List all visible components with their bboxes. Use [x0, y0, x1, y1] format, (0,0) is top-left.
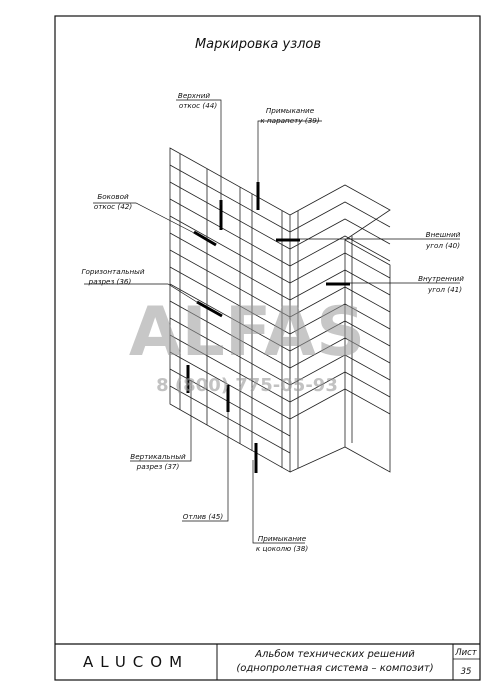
panel-joint [289, 252, 391, 284]
panel-joint [169, 317, 291, 386]
callout-outer-corner-line2: угол (40) [425, 241, 460, 250]
sheet-number: 35 [461, 667, 472, 677]
panel-joint [169, 283, 291, 352]
sheet-label: Лист [454, 648, 478, 658]
callout-vertical-section-line1: Вертикальный [130, 452, 186, 461]
panel-joint [169, 164, 291, 233]
panel-joint [289, 337, 391, 369]
panel-joint [169, 334, 291, 403]
panel-joint [169, 181, 291, 250]
drawing-frame [54, 15, 481, 681]
panel-joint [289, 201, 391, 233]
panel-joint [169, 232, 291, 301]
callout-horizontal-section-line1: Горизонтальный [81, 267, 144, 276]
panel-joint [289, 354, 391, 386]
callout-horizontal-section-line2: разрез (36) [88, 277, 132, 286]
watermark: ALFAS 8 (800) 775-05-93 [129, 293, 365, 396]
left-wall-rows [169, 164, 291, 454]
panel-joint [289, 269, 391, 301]
panel-joint [289, 320, 391, 352]
album-title-line1: Альбом технических решений [254, 648, 415, 660]
watermark-phone: 8 (800) 775-05-93 [156, 375, 338, 396]
marker-horizontal-section [196, 300, 223, 318]
panel-joint [169, 385, 291, 454]
panel-joint [289, 303, 391, 335]
watermark-brand: ALFAS [129, 293, 365, 372]
panel-joint [169, 351, 291, 420]
right-wall-outline [289, 184, 391, 473]
leader-lines [84, 99, 460, 544]
page-title: Маркировка узлов [195, 37, 321, 52]
marker-side-slope [193, 230, 217, 247]
panel-joint [169, 198, 291, 267]
facade-diagram [169, 147, 391, 473]
callout-top-slope-line2: откос (44) [179, 101, 218, 110]
panel-joint [289, 235, 391, 267]
panel-joint [169, 368, 291, 437]
callout-drip-line1: Отлив (45) [183, 512, 224, 521]
title-block [55, 643, 480, 680]
callout-parapet-line2: к парапету (39) [260, 116, 319, 125]
callout-plinth-line1: Примыкание [258, 534, 307, 543]
callout-vertical-section-line2: разрез (37) [136, 462, 180, 471]
company-logo-text: ALUCOM [83, 653, 189, 671]
callout-plinth-line2: к цоколю (38) [256, 544, 309, 553]
panel-joint [169, 266, 291, 335]
callout-inner-corner-line1: Внутренний [418, 274, 464, 283]
panel-joint [289, 371, 391, 403]
panel-joint [289, 286, 391, 318]
callout-side-slope-line1: Боковой [97, 192, 129, 201]
callout-labels: Верхний откос (44) Примыкание к парапету… [81, 91, 464, 553]
album-title-line2: (однопролетная система – композит) [236, 663, 433, 674]
panel-joint [289, 388, 391, 420]
callout-top-slope-line1: Верхний [178, 91, 211, 100]
panel-joint [169, 249, 291, 318]
callout-parapet-line1: Примыкание [266, 106, 315, 115]
panel-joint [169, 300, 291, 369]
panel-joint [169, 215, 291, 284]
callout-side-slope-line2: откос (42) [94, 202, 133, 211]
callout-inner-corner-line2: угол (41) [427, 285, 462, 294]
callout-outer-corner-line1: Внешний [426, 230, 461, 239]
